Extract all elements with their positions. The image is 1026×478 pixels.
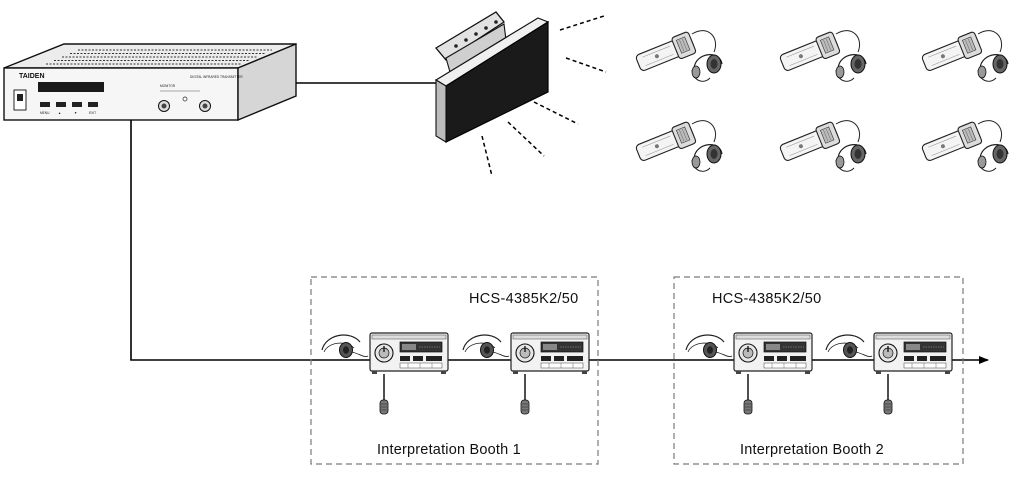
interpretation-booth-1: HCS-4385K2/50 Interpretation Booth 1	[310, 276, 599, 465]
booth-1-interpreter-unit-1	[321, 332, 449, 415]
receivers-grid	[633, 30, 1009, 172]
svg-text:▲: ▲	[58, 111, 61, 115]
infrared-emission-rays	[481, 15, 607, 177]
booth-2-interpreter-unit-2	[825, 332, 953, 415]
receiver-3	[919, 30, 1009, 82]
infrared-transmitter: TAIDEN DIGITAL INFRARED TRANSMITTER MENU…	[3, 42, 297, 122]
transmitter-vents	[46, 49, 272, 65]
svg-text:EXIT: EXIT	[89, 111, 96, 115]
monitor-label: MONITOR	[160, 84, 176, 88]
receiver-4	[633, 120, 723, 172]
transmitter-display	[38, 82, 104, 92]
transmitter-brand: TAIDEN	[19, 73, 45, 80]
booth-1-border	[310, 276, 599, 465]
svg-text:▼: ▼	[74, 111, 77, 115]
infrared-radiator	[434, 11, 550, 143]
transmitter-buttons: MENU ▲ ▼ EXIT	[40, 102, 98, 115]
receiver-5	[777, 120, 867, 172]
receiver-6	[919, 120, 1009, 172]
transmitter-model: DIGITAL INFRARED TRANSMITTER	[190, 75, 243, 79]
svg-text:MENU: MENU	[40, 111, 50, 115]
booth-bus-cable	[130, 120, 989, 364]
booth-2-interpreter-unit-1	[685, 332, 813, 415]
receiver-2	[777, 30, 867, 82]
booth-1-model: HCS-4385K2/50	[469, 291, 579, 307]
booth-1-label: Interpretation Booth 1	[377, 442, 521, 458]
radiator-bracket-holes	[454, 20, 498, 48]
booth-1-interpreter-unit-2	[462, 332, 590, 415]
booth-2-model: HCS-4385K2/50	[712, 291, 822, 307]
booth-2-border	[673, 276, 964, 465]
receiver-1	[633, 30, 723, 82]
booth-2-label: Interpretation Booth 2	[740, 442, 884, 458]
interpretation-booth-2: HCS-4385K2/50 Interpretation Booth 2	[673, 276, 964, 465]
